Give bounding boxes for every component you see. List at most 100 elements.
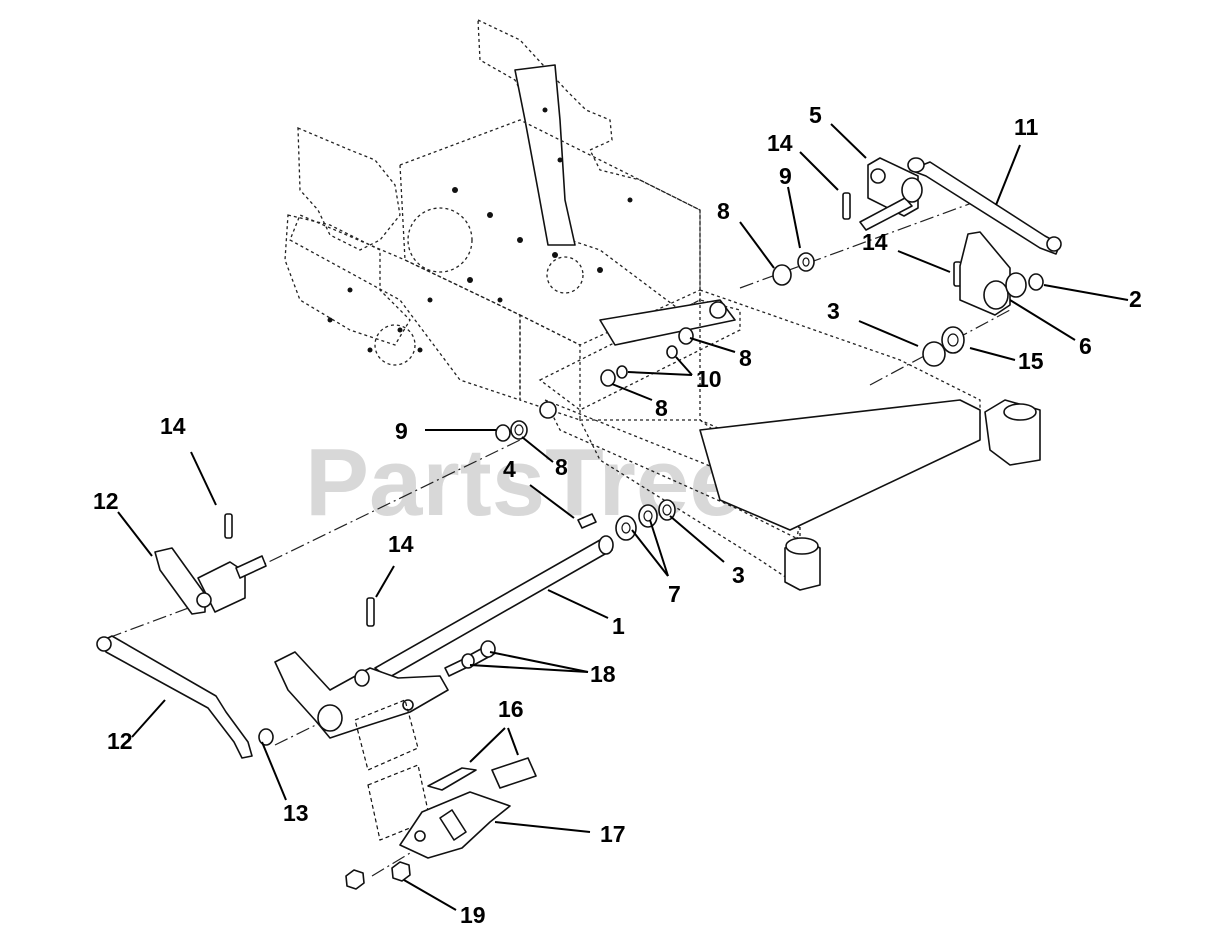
callout-1: 1 xyxy=(612,613,625,639)
callout-19: 19 xyxy=(460,902,486,928)
leader-lines xyxy=(117,123,1129,911)
frame-pivot-right xyxy=(709,301,727,319)
callout-11: 12 xyxy=(93,488,119,514)
pedal-bracket-slot xyxy=(439,809,467,841)
callout-7: 5 xyxy=(809,102,822,128)
pad-16a xyxy=(427,767,477,791)
link-rod-right-end-top xyxy=(907,157,925,173)
pedal-outline-lower xyxy=(367,764,431,841)
callout-15: 15 xyxy=(1018,348,1044,374)
bracket-right-hub xyxy=(1005,272,1027,298)
lift-arm-right-hole xyxy=(870,168,886,184)
deck-left-side xyxy=(289,214,521,401)
callout-8-cross: 8 xyxy=(739,345,752,371)
left-washer-stack xyxy=(495,420,528,442)
callout-6: 6 xyxy=(1079,333,1092,359)
callout-9-left: 9 xyxy=(395,418,408,444)
lift-shaft-end xyxy=(598,535,614,555)
callout-14-left-lower: 14 xyxy=(388,531,414,557)
rear-upright-post xyxy=(514,64,576,246)
frame-pivot-left xyxy=(539,401,557,419)
washer-15 xyxy=(941,326,965,354)
callout-12-right: 11 xyxy=(1014,114,1039,140)
callout-2: 2 xyxy=(1129,286,1142,312)
left-upright-plate xyxy=(297,127,401,251)
caster-mount-right-top xyxy=(1003,403,1037,421)
callout-8-mid: 8 xyxy=(655,395,668,421)
bushing-3-front xyxy=(658,499,676,521)
lift-lever-plate xyxy=(274,651,449,739)
callout-3-front: 3 xyxy=(732,562,745,588)
frame-opening-right xyxy=(546,256,584,294)
lift-arm-left xyxy=(154,547,267,615)
callout-10: 10 xyxy=(696,366,722,392)
nuts-19 xyxy=(345,861,411,890)
callout-14-top: 14 xyxy=(767,130,793,156)
nut-19a xyxy=(345,869,365,890)
woodruff-key xyxy=(577,513,597,529)
callout-8-right: 8 xyxy=(717,198,730,224)
frame-opening-left xyxy=(407,207,473,273)
bracket-right-boss xyxy=(983,280,1009,310)
front-washer-stack xyxy=(615,499,676,541)
front-beam xyxy=(699,399,981,531)
bushing-8-cross xyxy=(678,327,694,345)
lift-lever-shaft-end xyxy=(354,669,370,687)
link-rod-left xyxy=(96,635,253,759)
nut-19b xyxy=(391,861,411,882)
callout-14-right: 14 xyxy=(862,229,888,255)
callout-17: 17 xyxy=(600,821,626,847)
link-rod-left-bar xyxy=(99,635,253,759)
clip-10a xyxy=(616,365,628,379)
frame-holes xyxy=(327,107,633,353)
axis-lines xyxy=(107,199,1011,877)
deck-front-face xyxy=(519,313,581,421)
watermark-text: PartsTree xyxy=(305,429,743,536)
right-lower-bushings xyxy=(922,326,965,367)
side-rail-left xyxy=(543,398,801,542)
rear-upright-plate xyxy=(477,18,701,311)
pedal-pads-16 xyxy=(427,757,537,791)
cross-rail-rear xyxy=(538,299,741,411)
link-rod-right-end-bottom xyxy=(1046,236,1062,252)
clip-2 xyxy=(1028,273,1044,291)
washer-5b xyxy=(638,504,658,528)
bushing-3-right xyxy=(922,341,946,367)
callout-9-right: 9 xyxy=(779,163,792,189)
callout-4: 4 xyxy=(503,456,516,482)
roll-pin-14d xyxy=(366,597,375,627)
pedal-bracket-hole xyxy=(414,830,426,842)
washer-9-left xyxy=(495,424,511,442)
pedal-outline-upper xyxy=(354,699,419,771)
callouts: 5 14 11 9 8 14 2 3 6 15 8 10 8 9 8 4 14 … xyxy=(93,102,1142,928)
lift-arm-left-hole xyxy=(196,592,212,608)
caster-mount-left-top xyxy=(785,537,819,555)
callout-5: 7 xyxy=(668,581,681,607)
bushing-8-mid xyxy=(600,369,616,387)
pedal-bracket xyxy=(354,699,511,859)
cross-tube-bushings xyxy=(600,327,694,387)
roll-pin-14c xyxy=(224,513,233,539)
lift-arm-left-plate xyxy=(154,547,206,615)
callout-13: 13 xyxy=(283,800,309,826)
frame-opening-lower xyxy=(374,324,416,366)
washer-9-right xyxy=(797,252,815,272)
cross-tube xyxy=(599,299,736,346)
bracket-right xyxy=(959,231,1027,316)
left-side-plate xyxy=(284,214,411,346)
frame-assembly xyxy=(284,18,1041,591)
callout-14-left-upper: 14 xyxy=(160,413,186,439)
lift-arm-right-boss xyxy=(901,177,923,203)
pad-16b xyxy=(491,757,537,789)
right-upper-bushings xyxy=(772,252,815,286)
lift-arm-right xyxy=(859,157,923,231)
bushing-8-right xyxy=(772,264,792,286)
lift-arm-right-pin xyxy=(859,197,913,231)
callout-12-left: 12 xyxy=(107,728,133,754)
axis-left-lift xyxy=(247,439,521,573)
lift-shaft-tube xyxy=(374,539,613,679)
lift-lever-hole xyxy=(402,699,414,711)
washer-5a xyxy=(615,515,637,541)
